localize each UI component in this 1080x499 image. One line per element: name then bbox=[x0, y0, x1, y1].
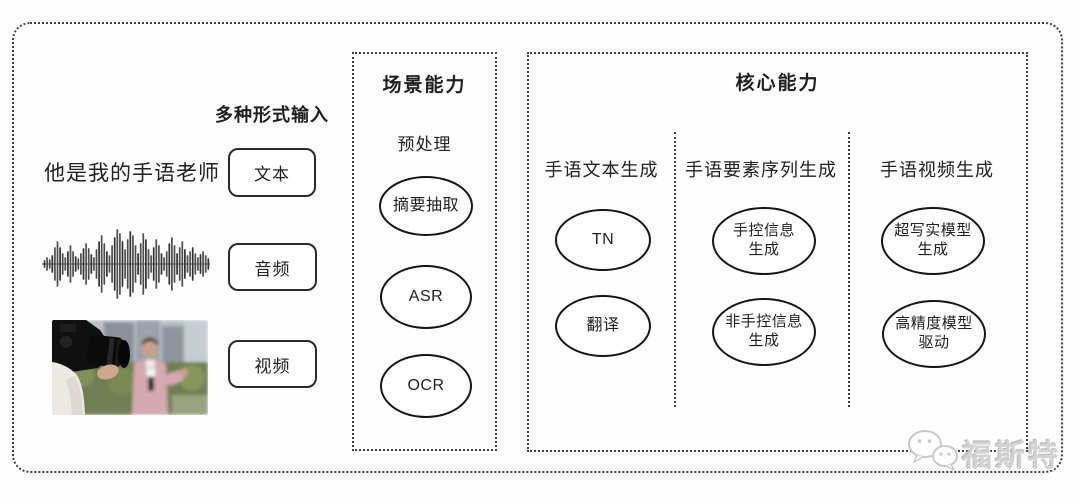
node-ocr: OCR bbox=[380, 354, 472, 418]
camera-silhouette bbox=[52, 320, 130, 415]
audio-waveform bbox=[42, 227, 210, 301]
input-type-video-box: 视频 bbox=[228, 340, 317, 388]
outer-dotted-frame bbox=[12, 22, 1063, 473]
column-header-sign-video-generation: 手语视频生成 bbox=[880, 160, 994, 180]
scene-capability-title: 场景能力 bbox=[382, 75, 467, 96]
watermark-text: 福斯特 bbox=[962, 440, 1061, 473]
node-hyperrealistic-model-generation: 超写实模型 生成 bbox=[881, 207, 985, 275]
text-input-sample: 他是我的手语老师 bbox=[44, 162, 220, 185]
node-tn: TN bbox=[555, 209, 651, 271]
input-section-title: 多种形式输入 bbox=[215, 105, 329, 125]
input-type-audio-box: 音频 bbox=[228, 243, 317, 291]
node-translation: 翻译 bbox=[555, 295, 651, 357]
node-non-manual-info-generation: 非手控信息 生成 bbox=[712, 298, 816, 366]
column-separator-1 bbox=[674, 132, 676, 407]
core-capability-box: 核心能力 手语文本生成 手语要素序列生成 手语视频生成 TN 翻译 手控信息 生… bbox=[527, 52, 1028, 452]
node-asr: ASR bbox=[380, 265, 472, 329]
scene-capability-box: 场景能力 预处理 摘要抽取 ASR OCR bbox=[352, 52, 497, 451]
wechat-icon bbox=[905, 428, 961, 477]
column-header-sign-text-generation: 手语文本生成 bbox=[544, 160, 659, 180]
core-capability-title: 核心能力 bbox=[735, 73, 820, 94]
node-manual-info-generation: 手控信息 生成 bbox=[712, 207, 816, 275]
column-header-sign-element-sequence-generation: 手语要素序列生成 bbox=[685, 160, 837, 180]
node-high-precision-model-driving: 高精度模型 驱动 bbox=[882, 300, 986, 368]
column-separator-2 bbox=[848, 132, 850, 407]
node-summary-extraction: 摘要抽取 bbox=[379, 176, 473, 236]
video-thumbnail bbox=[52, 320, 208, 415]
preprocess-label: 预处理 bbox=[397, 135, 452, 154]
input-type-text-box: 文本 bbox=[228, 148, 316, 197]
